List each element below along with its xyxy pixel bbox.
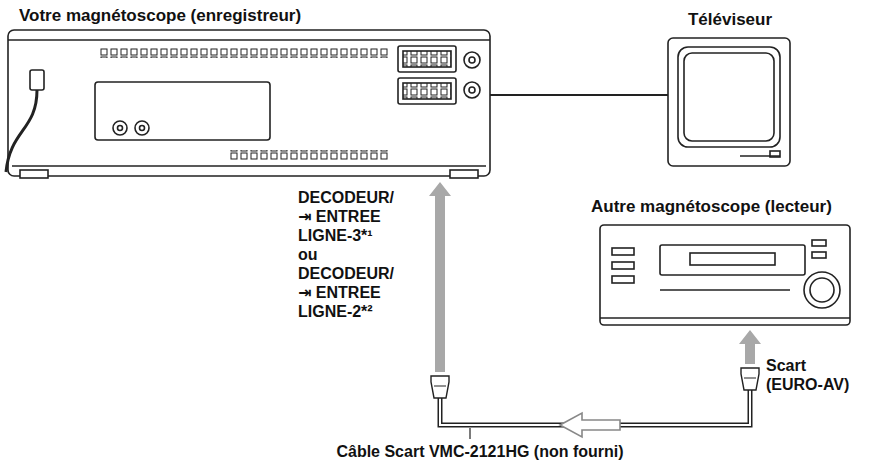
conjunction: ou — [298, 245, 406, 264]
vcr-player: Autre magnétoscope (lecteur) — [585, 195, 860, 328]
other-vcr-front — [600, 225, 850, 325]
device-label: Votre magnétoscope (enregistreur) — [19, 6, 301, 26]
socket-name: DECODEUR/ ⇥ ENTREE LIGNE-3*¹ — [298, 188, 406, 245]
vcr-recorder: Votre magnétoscope (enregistreur) — [5, 4, 492, 180]
insert-arrow — [429, 182, 451, 372]
connector — [429, 182, 761, 439]
vcr-rear-view — [6, 30, 490, 178]
television: Téléviseur — [665, 4, 795, 170]
television — [668, 38, 790, 166]
plug-detail — [434, 386, 446, 387]
signal-direction-arrow — [560, 413, 620, 437]
connector-stroke — [469, 428, 470, 439]
cable-label: Câble Scart VMC-2121HG (non fourni) — [336, 442, 623, 461]
scart-plug — [431, 376, 449, 398]
insert-arrow — [739, 330, 761, 364]
scart-plug — [741, 368, 759, 390]
socket-name: DECODEUR/ ⇥ ENTREE LIGNE-2*² — [298, 264, 406, 321]
connector — [490, 95, 668, 96]
device-label: Téléviseur — [688, 10, 772, 30]
device-label: Autre magnétoscope (lecteur) — [591, 197, 832, 217]
plug-detail — [744, 378, 756, 379]
connector-name: Scart (EURO-AV) — [766, 356, 866, 394]
connector-stroke — [490, 94, 668, 96]
